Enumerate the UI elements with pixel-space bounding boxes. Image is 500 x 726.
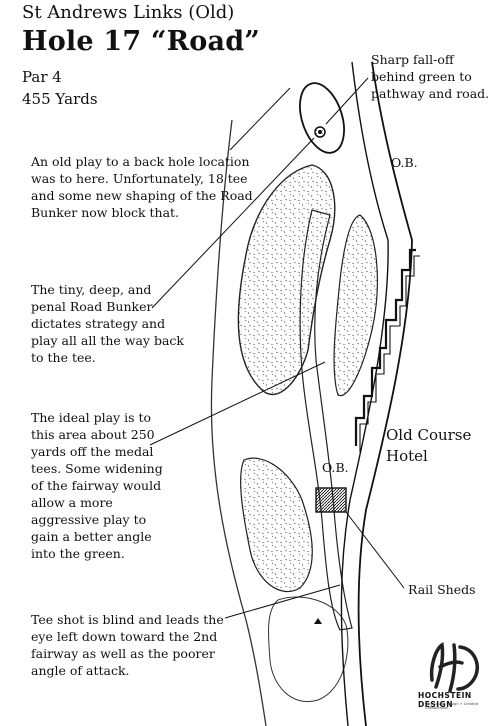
ob-label-mid: O.B.	[322, 460, 349, 475]
annotation-falloff: Sharp fall-off behind green to pathway a…	[371, 52, 490, 101]
par-label: Par 4	[22, 68, 62, 86]
hotel-boundary	[354, 248, 416, 446]
rail-sheds	[315, 487, 347, 513]
leader-road-bunker	[151, 137, 315, 309]
leader-tee-shot	[224, 584, 341, 619]
leader-falloff	[325, 77, 369, 125]
rail-sheds-label: Rail Sheds	[408, 582, 476, 597]
annotation-road-bunker: The tiny, deep, and penal Road Bunker di…	[31, 282, 184, 365]
hole-flag-marker	[318, 130, 322, 134]
rough-area-lower	[240, 457, 313, 593]
leader-rail-sheds	[345, 511, 405, 589]
hotel-boundary-inner	[359, 255, 420, 452]
green	[299, 82, 345, 154]
logo-tagline: Golf Course Design + Creative Collaborat…	[425, 702, 479, 710]
hole-title: Hole 17 “Road”	[22, 26, 261, 57]
hotel-label: Old Course Hotel	[386, 426, 472, 465]
pathway	[340, 61, 389, 726]
yardage-label: 455 Yards	[22, 90, 98, 108]
rough-area-left	[237, 164, 336, 396]
fairway-17	[299, 209, 353, 631]
left-fairway-edge	[210, 119, 267, 726]
tee-area	[268, 596, 349, 702]
course-name: St Andrews Links (Old)	[22, 2, 235, 23]
annotation-ideal-play: The ideal play is to this area about 250…	[31, 410, 163, 561]
logo-name: HOCHSTEIN DESIGN	[418, 691, 472, 709]
annotation-tee-shot: Tee shot is blind and leads the eye left…	[31, 612, 224, 678]
ob-label-top: O.B.	[391, 155, 418, 170]
leader-old-play	[229, 87, 291, 151]
tee-marker	[314, 618, 322, 624]
hochstein-logo-icon	[429, 641, 479, 693]
annotation-old-play: An old play to a back hole location was …	[31, 154, 253, 220]
rough-area-right	[333, 214, 378, 397]
road	[357, 61, 413, 726]
leader-ideal-play	[149, 361, 326, 446]
